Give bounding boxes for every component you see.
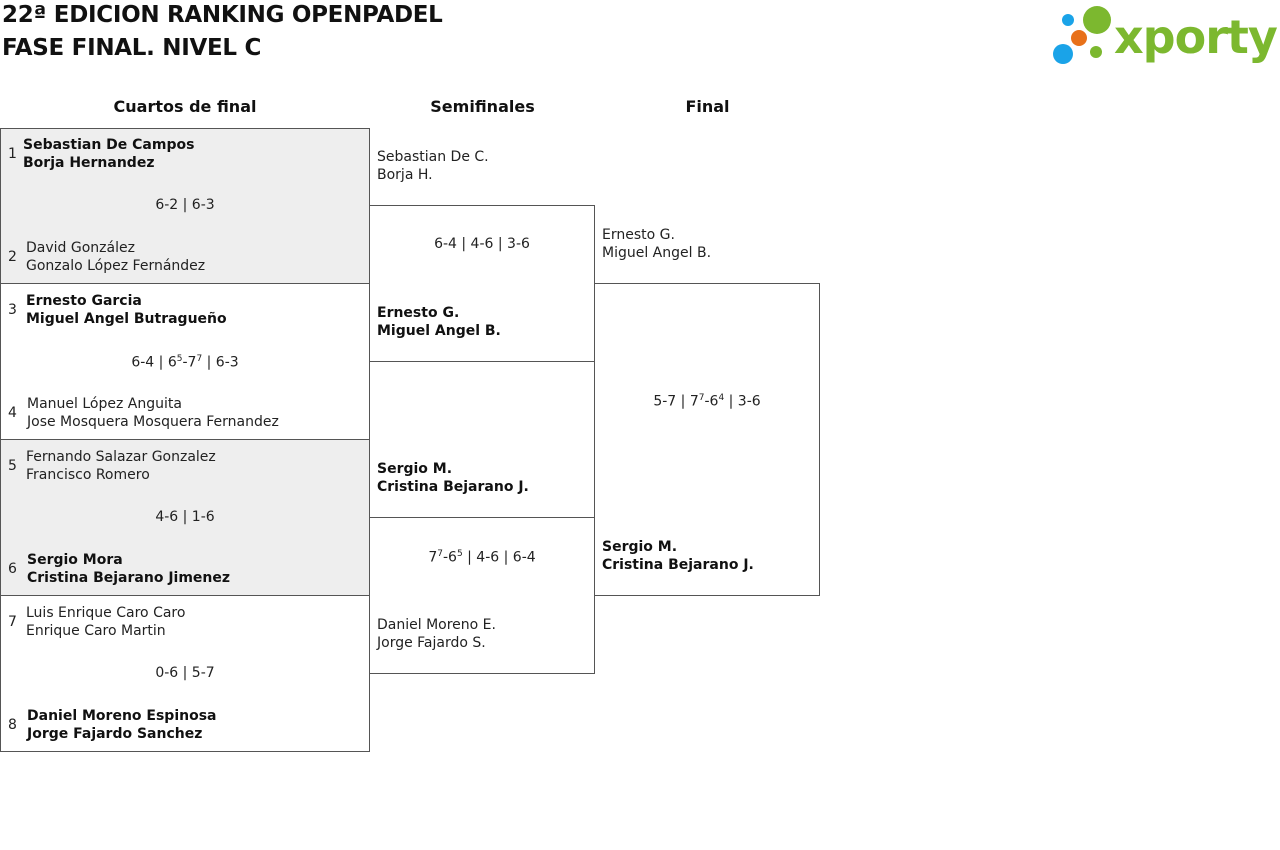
team-entry: Luis Enrique Caro Caro Enrique Caro Mart… bbox=[26, 604, 185, 640]
player-name: Cristina Bejarano J. bbox=[377, 479, 529, 495]
match-score: 6-4 | 65-77 | 6-3 bbox=[0, 354, 370, 371]
final-match bbox=[594, 283, 820, 596]
score-text: -6 bbox=[704, 393, 719, 410]
tiebreak-score: 7 bbox=[437, 549, 443, 559]
player-name: Manuel López Anguita bbox=[27, 396, 182, 412]
player-name: Cristina Bejarano J. bbox=[602, 557, 754, 573]
match-score: 5-7 | 77-64 | 3-6 bbox=[594, 393, 820, 410]
xporty-logo: xporty bbox=[1050, 4, 1278, 68]
tiebreak-score: 7 bbox=[698, 393, 705, 403]
player-name: Borja H. bbox=[377, 167, 433, 183]
score-text: -6 bbox=[442, 549, 457, 566]
team-entry: Fernando Salazar Gonzalez Francisco Rome… bbox=[26, 448, 216, 484]
score-text: | 3-6 bbox=[724, 393, 761, 410]
player-name: Enrique Caro Martin bbox=[26, 623, 166, 639]
player-name: Francisco Romero bbox=[26, 467, 150, 483]
seed-number: 4 bbox=[8, 405, 17, 421]
match-score: 77-65 | 4-6 | 6-4 bbox=[369, 549, 595, 566]
team-entry: Daniel Moreno E. Jorge Fajardo S. bbox=[377, 616, 496, 652]
player-name: Miguel Angel B. bbox=[602, 245, 712, 261]
score-text: 5-7 | 7 bbox=[653, 393, 699, 410]
player-name: Sergio Mora bbox=[27, 552, 123, 568]
logo-dot-blue-small bbox=[1062, 14, 1074, 26]
column-header-semifinals: Semifinales bbox=[430, 97, 535, 116]
match-score: 6-2 | 6-3 bbox=[155, 197, 215, 213]
team-entry: David González Gonzalo López Fernández bbox=[26, 239, 205, 275]
score-text: 7 bbox=[428, 549, 438, 566]
player-name: Jorge Fajardo Sanchez bbox=[27, 726, 203, 742]
player-name: Daniel Moreno Espinosa bbox=[27, 708, 217, 724]
logo-dot-green-small bbox=[1090, 46, 1102, 58]
player-name: Borja Hernandez bbox=[23, 155, 155, 171]
player-name: Sebastian De C. bbox=[377, 149, 489, 165]
score-text: 6-4 | 6 bbox=[131, 354, 177, 371]
column-header-quarterfinals: Cuartos de final bbox=[113, 97, 257, 116]
seed-number: 7 bbox=[8, 614, 17, 630]
team-entry: Sergio M. Cristina Bejarano J. bbox=[377, 460, 529, 496]
team-entry: Sebastian De C. Borja H. bbox=[377, 148, 489, 184]
score-text: -7 bbox=[182, 354, 197, 371]
tiebreak-score: 5 bbox=[456, 549, 463, 559]
seed-number: 6 bbox=[8, 561, 17, 577]
match-score: 6-4 | 4-6 | 3-6 bbox=[434, 236, 530, 252]
player-name: Jose Mosquera Mosquera Fernandez bbox=[27, 414, 279, 430]
logo-dot-blue-large bbox=[1053, 44, 1073, 64]
player-name: Miguel Angel B. bbox=[377, 323, 501, 339]
player-name: Luis Enrique Caro Caro bbox=[26, 605, 186, 621]
player-name: Ernesto G. bbox=[602, 227, 675, 243]
team-entry: Sergio Mora Cristina Bejarano Jimenez bbox=[27, 551, 230, 587]
seed-number: 8 bbox=[8, 717, 17, 733]
quarterfinal-match-1 bbox=[0, 128, 370, 284]
player-name: Fernando Salazar Gonzalez bbox=[26, 449, 216, 465]
logo-text: xporty bbox=[1114, 10, 1278, 64]
page-title: 22ª EDICION RANKING OPENPADEL bbox=[2, 2, 443, 28]
player-name: Sebastian De Campos bbox=[23, 137, 195, 153]
team-entry: Sergio M. Cristina Bejarano J. bbox=[602, 538, 754, 574]
player-name: Sergio M. bbox=[602, 539, 678, 555]
player-name: Gonzalo López Fernández bbox=[26, 258, 206, 274]
tiebreak-score: 4 bbox=[718, 393, 725, 403]
page-subtitle: FASE FINAL. NIVEL C bbox=[2, 35, 262, 61]
tiebreak-score: 5 bbox=[176, 354, 183, 364]
player-name: Sergio M. bbox=[377, 461, 453, 477]
player-name: Ernesto G. bbox=[377, 305, 460, 321]
score-text: | 6-3 bbox=[202, 354, 239, 371]
player-name: Daniel Moreno E. bbox=[377, 617, 496, 633]
player-name: Jorge Fajardo S. bbox=[377, 635, 486, 651]
player-name: Cristina Bejarano Jimenez bbox=[27, 570, 231, 586]
logo-dot-orange bbox=[1071, 30, 1087, 46]
team-entry: Daniel Moreno Espinosa Jorge Fajardo San… bbox=[27, 707, 217, 743]
seed-number: 2 bbox=[8, 249, 17, 265]
team-entry: Sebastian De Campos Borja Hernandez bbox=[23, 136, 194, 172]
score-text: | 4-6 | 6-4 bbox=[462, 549, 536, 566]
column-header-final: Final bbox=[685, 97, 730, 116]
player-name: Miguel Angel Butragueño bbox=[26, 311, 227, 327]
seed-number: 1 bbox=[8, 146, 17, 162]
team-entry: Ernesto G. Miguel Angel B. bbox=[377, 304, 501, 340]
tiebreak-score: 7 bbox=[196, 354, 203, 364]
logo-dot-green-large bbox=[1083, 6, 1111, 34]
match-score: 0-6 | 5-7 bbox=[155, 665, 215, 681]
team-entry: Manuel López Anguita Jose Mosquera Mosqu… bbox=[27, 395, 279, 431]
match-score: 4-6 | 1-6 bbox=[155, 509, 215, 525]
seed-number: 5 bbox=[8, 458, 17, 474]
player-name: Ernesto Garcia bbox=[26, 293, 142, 309]
seed-number: 3 bbox=[8, 302, 17, 318]
team-entry: Ernesto Garcia Miguel Angel Butragueño bbox=[26, 292, 227, 328]
team-entry: Ernesto G. Miguel Angel B. bbox=[602, 226, 711, 262]
player-name: David González bbox=[26, 240, 135, 256]
